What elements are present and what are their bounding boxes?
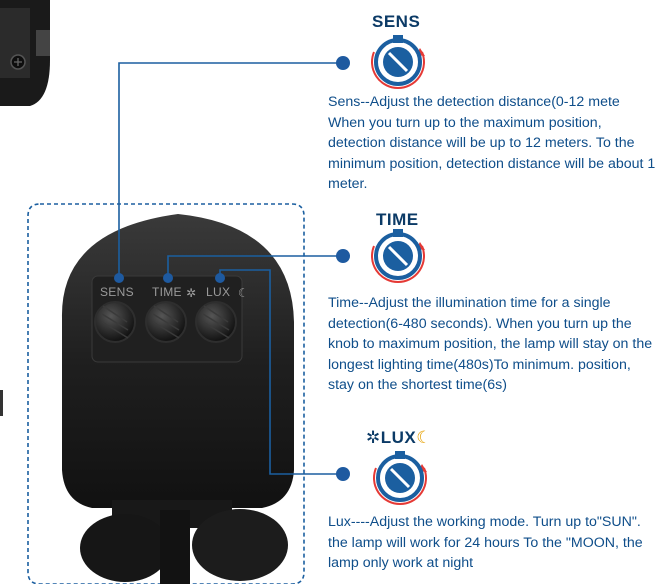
device-corner — [0, 0, 50, 106]
sensor-body — [61, 214, 294, 584]
time-knob-icon — [371, 229, 425, 283]
sens-title: SENS — [372, 12, 421, 31]
sens-knob-icon — [371, 35, 425, 89]
lux-title: LUX — [380, 428, 417, 447]
knob-sens — [94, 301, 136, 343]
panel-label-lux: LUX — [206, 285, 231, 299]
moon-icon: ☾ — [416, 428, 432, 448]
time-description: Time--Adjust the illumination time for a… — [328, 295, 653, 393]
connector-dots — [114, 56, 350, 481]
lux-description: Lux----Adjust the working mode. Turn up … — [328, 514, 643, 571]
knob-lux — [195, 301, 237, 343]
sens-description: Sens--Adjust the detection distance(0-12… — [328, 94, 656, 192]
panel-label-time: TIME — [152, 285, 182, 299]
connector-lines — [118, 62, 340, 475]
sun-icon: ✲ — [186, 286, 196, 300]
sun-icon: ✲ — [366, 428, 381, 448]
moon-icon: ☾ — [238, 286, 249, 300]
lux-knob-icon — [373, 451, 427, 505]
time-title: TIME — [376, 210, 419, 229]
lux-title-wrap: ✲LUX☾ — [366, 428, 432, 448]
knob-time — [145, 301, 187, 343]
panel-label-sens: SENS — [100, 285, 134, 299]
